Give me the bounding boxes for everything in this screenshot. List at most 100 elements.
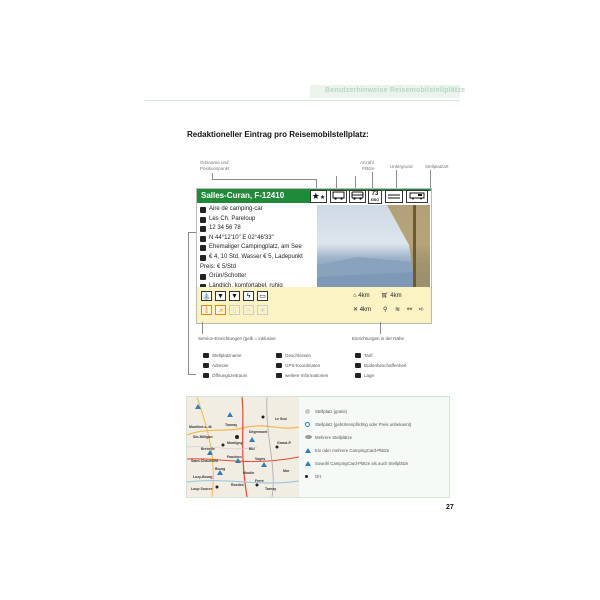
motorhome-icon	[330, 190, 347, 203]
map-place-label: Le Sud	[275, 417, 287, 421]
legend-item: Bodenbeschaffenheit	[364, 363, 407, 368]
campsite-name-icon	[200, 207, 206, 213]
address-icon	[200, 216, 206, 223]
entry-info-list: Aire de camping-car Les Ch. Pareloup 12 …	[200, 205, 303, 291]
legend-bracket	[188, 232, 196, 233]
callout-line	[396, 170, 397, 189]
entry-title-bar: Salles-Curan, F-12410	[197, 189, 310, 203]
map-place-label: Voges	[255, 457, 266, 461]
legend-bracket	[188, 374, 196, 375]
running-header-title: Benutzerhinweise Reisemobilstellplätze	[325, 87, 466, 94]
info-line: Preis: € 5/Std	[200, 263, 237, 270]
callout-line	[316, 179, 317, 189]
gps-icon	[276, 363, 282, 368]
callout-positionspunkt: Positionspunkt	[200, 166, 230, 171]
pitch-count-badge: 73 €/SO	[368, 190, 382, 204]
address-icon	[203, 363, 209, 368]
section-title: Redaktioneller Eintrag pro Reisemobilste…	[187, 130, 369, 139]
map-place-label: Moulin	[243, 471, 255, 475]
map-place-label: Loup Source	[191, 487, 213, 491]
callout-line	[212, 173, 213, 180]
pitch-type-icon	[406, 190, 428, 203]
legend-item: weitere Informationen	[285, 373, 329, 378]
callout-plaetze: Plätze	[362, 166, 375, 171]
swimming-icon: ≋	[395, 307, 401, 313]
electricity-icon: ϟ	[243, 291, 254, 301]
legend-item: Öffnungszeitraum	[212, 373, 248, 378]
info-icon	[200, 245, 206, 252]
pitch-count-sub: €/SO	[371, 198, 379, 202]
bus-icon	[349, 190, 366, 203]
overview-map: Montfort-s.-M. Ste-Milligan Tonnay Dégre…	[187, 397, 299, 497]
nearby-caption: Einrichtungen in der Nähe	[352, 336, 405, 341]
legend-item: Tarif	[364, 353, 373, 358]
map-place-label: Blu	[249, 447, 255, 451]
map-place-label: Dégremont	[249, 430, 268, 434]
callout-line	[212, 179, 316, 180]
gps-icon	[200, 235, 206, 242]
map-place-label: Ferré	[255, 479, 264, 483]
legend-item: Geschlossen	[285, 353, 312, 358]
map-legend-item: Stellplatz (gebührenpflichtig oder Preis…	[305, 422, 411, 427]
map-place-label: Roedes	[231, 483, 244, 487]
power-plug-icon: ▭	[257, 291, 268, 301]
callout-line	[336, 176, 337, 189]
toilet-icon: ▯	[229, 305, 240, 315]
tariff-icon	[200, 254, 206, 261]
town-icon	[305, 475, 308, 478]
map-place-label: Luzy-Bourg	[193, 475, 213, 479]
info-line: 12 34 56 78	[200, 224, 303, 234]
map-place-label: Mor	[283, 469, 290, 473]
nearby-supermarket: 🛒︎ 4km	[381, 293, 402, 299]
map-place-label: Montigny	[227, 441, 243, 445]
pitch-count-number: 73	[371, 191, 379, 197]
map-legend-item: Mehrere Stellplätze	[305, 435, 352, 440]
hiking-icon: ⚲	[383, 307, 388, 313]
service-caption: Service-Einrichtungen (gelb = inklusive	[198, 336, 276, 341]
free-pitch-icon	[305, 409, 310, 414]
cycling-icon: ⚯	[407, 307, 413, 313]
map-place-label: Tonnay	[225, 423, 238, 427]
water-tap-icon: ⛲	[201, 291, 212, 301]
info-line: Ehemaliger Campingplatz, am See	[200, 243, 303, 253]
location-icon	[200, 283, 206, 290]
callout-untergrund: Untergrund	[390, 164, 413, 169]
surface-icon	[200, 274, 206, 281]
map-legend-item: Sowohl CampingCard-Plätze als auch Stell…	[305, 461, 408, 466]
nearby-caption-line	[380, 322, 381, 334]
legend-bracket	[188, 232, 189, 374]
toilet-dump-icon: ▼	[229, 291, 240, 301]
calendar-icon	[203, 373, 209, 378]
grey-water-icon: ▼	[215, 291, 226, 301]
page-number: 27	[446, 504, 454, 511]
pet-icon: ∗	[257, 305, 268, 315]
info-line: N 44°12'10" E 02°46'33"	[200, 234, 303, 244]
callout-line	[355, 176, 356, 189]
map-legend-item: Stellplatz (gratis)	[305, 409, 347, 414]
legend-item: Adresse	[212, 363, 229, 368]
running-header-bar	[310, 85, 460, 98]
callout-stellplatzart: Stellplatzart	[425, 164, 449, 169]
info-line: Ländlich, komfortabel, ruhig	[200, 282, 303, 292]
paid-pitch-icon	[305, 422, 310, 427]
running-header-rule	[145, 100, 460, 101]
info-line: Aire de camping-car	[200, 205, 303, 215]
shower-icon: ⫿	[201, 305, 212, 315]
map-place-label: Ste-Milligan	[193, 435, 213, 439]
location-icon	[355, 373, 361, 378]
multiple-pitches-icon	[305, 435, 312, 439]
shopping-cart-icon: 🛒︎	[381, 293, 389, 299]
nearby-restaurant: ✕ 4km	[353, 307, 372, 313]
map-place-label: Bourg	[215, 467, 226, 471]
callout-ortsname: Ortsname und	[200, 160, 229, 165]
phone-icon	[200, 226, 206, 233]
campsite-name-icon	[203, 353, 209, 358]
map-place-label: Fauchon	[227, 455, 242, 459]
callout-line	[372, 172, 373, 189]
tariff-icon	[355, 353, 361, 358]
rating-stars-icon: ★★	[310, 190, 327, 203]
callout-line	[430, 170, 431, 189]
campingcard-icon	[305, 448, 311, 453]
shop-icon: ⌂	[353, 293, 357, 299]
map-place-label: Brenelle	[201, 447, 215, 451]
